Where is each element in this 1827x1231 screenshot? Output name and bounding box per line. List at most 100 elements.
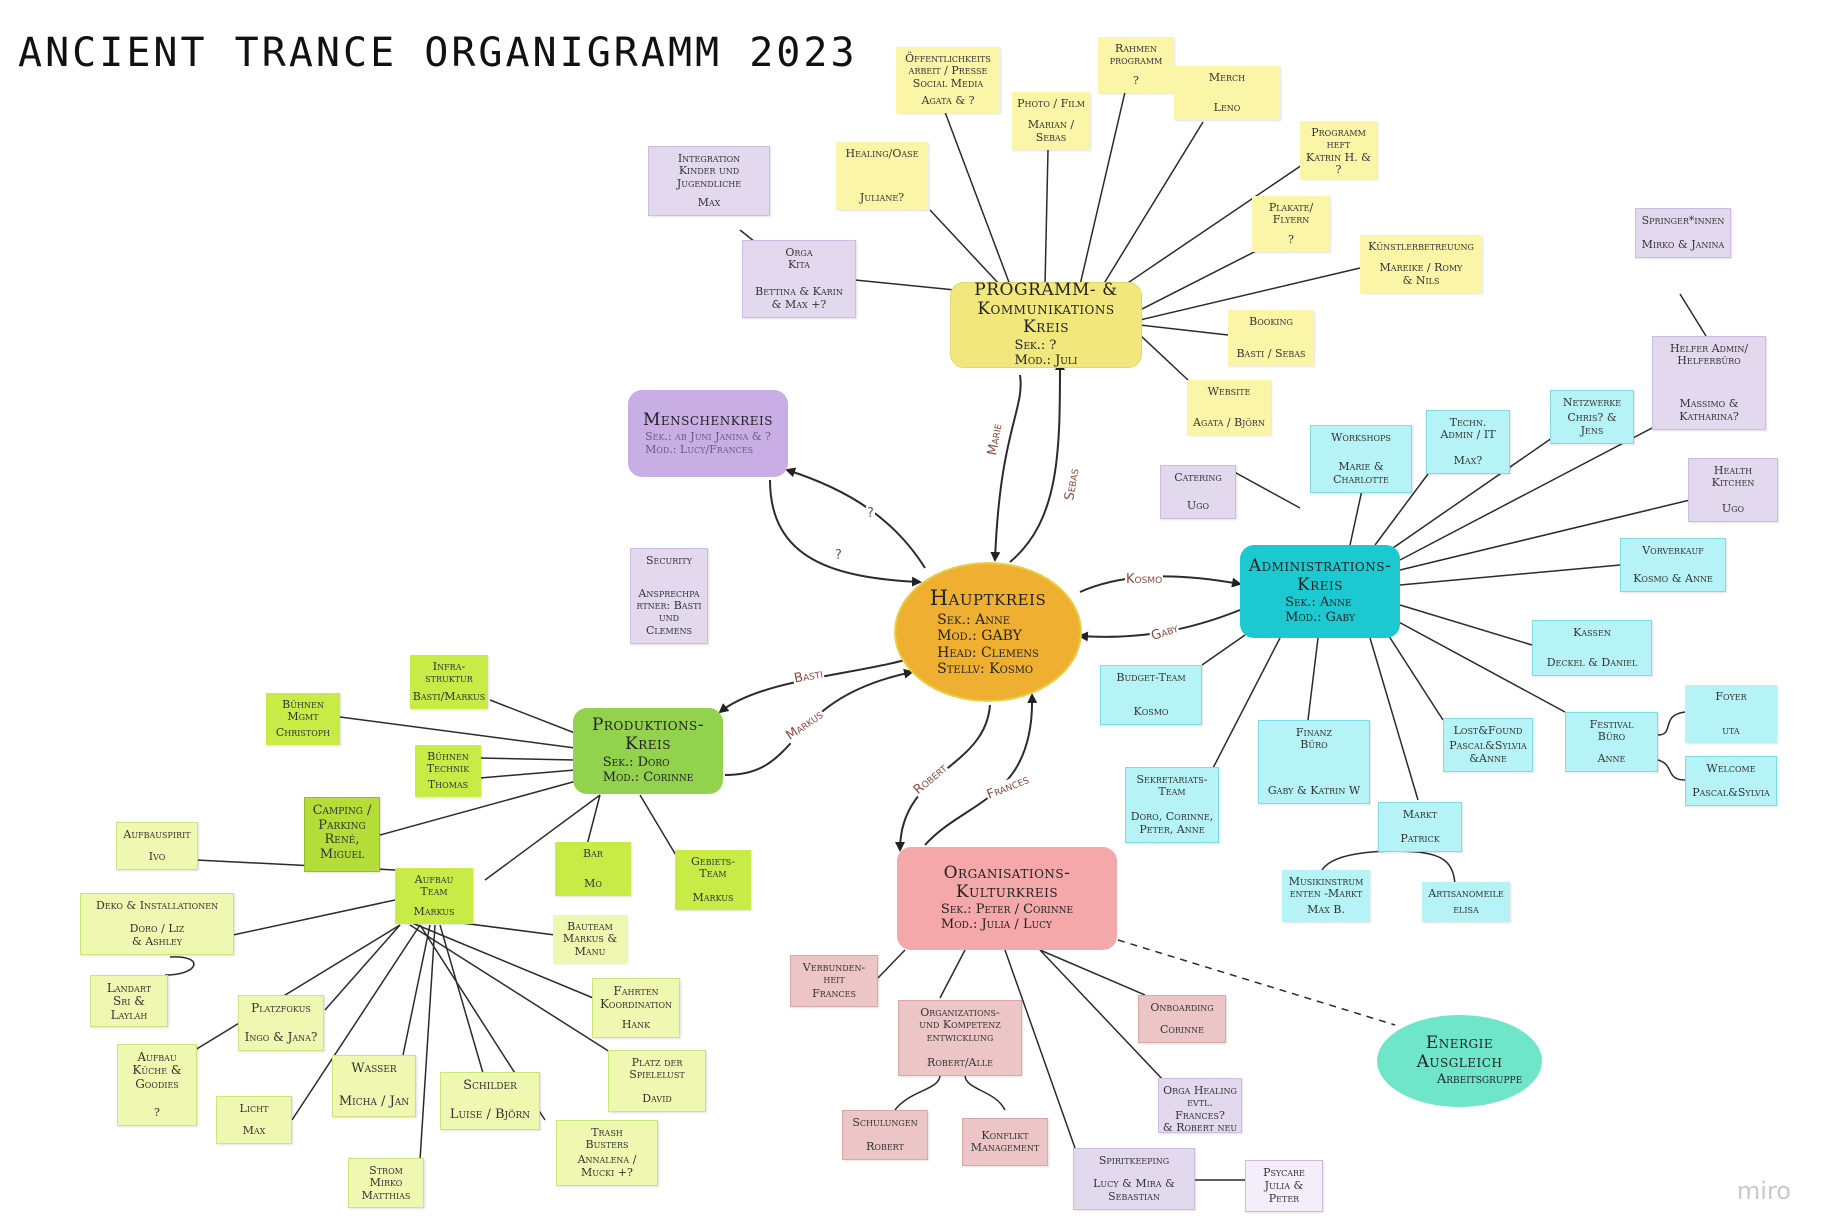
hub-title: Administrations- Kreis <box>1248 555 1392 595</box>
note-organizations-kompetenzentwicklung[interactable]: Organizations- und Kompetenz entwicklung… <box>898 1000 1022 1076</box>
connector-line <box>1039 949 1166 1083</box>
connector-line <box>1657 711 1686 736</box>
connector-line <box>1039 949 1146 996</box>
hub-title: Energie Ausgleich <box>1416 1032 1503 1072</box>
arrow-menschen-to-haupt <box>769 479 922 587</box>
note-camping-parking[interactable]: Camping / Parking René, Miguel <box>304 797 380 872</box>
connector-line <box>1399 604 1533 646</box>
connector-line <box>339 716 576 749</box>
connector-line <box>1349 489 1363 546</box>
connector-line <box>1369 637 1419 801</box>
connector-line <box>1399 564 1621 586</box>
hub-produktion[interactable]: Produktions- Kreis Sek.: Doro Mod.: Cori… <box>573 708 723 794</box>
connector-line <box>1139 267 1361 321</box>
hub-hauptkreis[interactable]: Hauptkreis Sek.: Anne Mod.: GABY Head: C… <box>894 562 1082 702</box>
hub-title: Hauptkreis <box>929 586 1047 611</box>
connector-line <box>479 757 576 761</box>
connector-line <box>944 111 1011 286</box>
note-plakate-flyer[interactable]: Plakate/ Flyern? <box>1252 196 1330 252</box>
hub-roles: Sek.: ? Mod.: Juli <box>1014 338 1078 369</box>
connector-line <box>439 924 486 1081</box>
connector-line <box>1399 499 1691 571</box>
connector-line <box>964 1074 1006 1111</box>
hub-title: Produktions- Kreis <box>591 715 705 755</box>
connector-line <box>1139 324 1229 336</box>
note-landart[interactable]: Landart Sri & Laylah <box>90 975 168 1027</box>
note-oeffentlichkeitsarbeit[interactable]: Öffentlichkeits arbeit / Presse Social M… <box>896 47 1000 113</box>
edge-label-q1: ? <box>866 506 875 521</box>
connector-line <box>194 924 401 1051</box>
hub-roles: Arbeitsgruppe <box>1436 1072 1523 1088</box>
connector-line <box>1374 473 1429 546</box>
note-konflikt-management[interactable]: Konflikt Management <box>962 1118 1048 1166</box>
hub-organisation[interactable]: Organisations- Kulturkreis Sek.: Peter /… <box>897 847 1117 950</box>
hub-menschenkreis[interactable]: Menschenkreis Sek.: ab Juni Janina & ? M… <box>628 390 788 477</box>
connector-line <box>324 924 401 1011</box>
connector-line <box>291 924 421 1121</box>
connector-line <box>1399 427 1653 561</box>
connector-line <box>854 279 956 291</box>
note-aufbau-kueche[interactable]: Aufbau Küche & Goodies? <box>117 1044 197 1126</box>
connector-line <box>1139 334 1189 381</box>
hub-energie[interactable]: Energie Ausgleich Arbeitsgruppe <box>1377 1015 1542 1107</box>
hub-administration[interactable]: Administrations- Kreis Sek.: Anne Mod.: … <box>1240 545 1400 638</box>
hub-programm[interactable]: PROGRAMM- & Kommunikations Kreis Sek.: ?… <box>950 281 1142 369</box>
connector-line <box>1139 249 1259 311</box>
note-rahmenprogramm[interactable]: Rahmen programm? <box>1098 37 1174 93</box>
connector-line <box>479 769 576 779</box>
connector-line <box>164 956 195 976</box>
